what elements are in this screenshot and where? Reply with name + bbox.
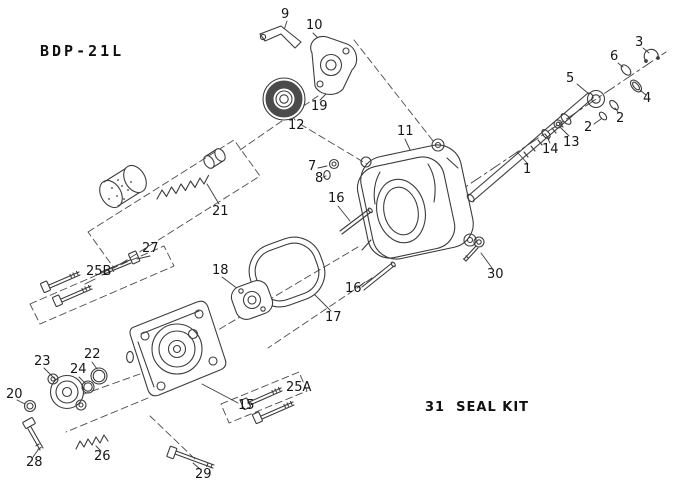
- bolt-27: [100, 250, 141, 276]
- bolts-25A: [239, 386, 295, 425]
- screw-30: [462, 236, 485, 262]
- dowel-pins: [339, 207, 396, 291]
- drive-shaft: [466, 92, 594, 203]
- pump-housing: [356, 138, 477, 260]
- fitting-7-8: [323, 158, 340, 180]
- spring-21: [156, 174, 210, 200]
- bearing: [262, 77, 306, 121]
- bolt-29: [166, 445, 215, 469]
- gasket-18: [230, 280, 274, 320]
- bolts-25B: [39, 270, 93, 308]
- shaft-hardware: [541, 48, 660, 139]
- spring-26: [75, 434, 109, 450]
- model-label: BDP-21L: [40, 42, 125, 60]
- seal-kit-note: 31 SEAL KIT: [425, 400, 530, 415]
- plug-20: [23, 399, 37, 413]
- trunnion-cover: [310, 35, 358, 95]
- control-arm: [259, 25, 302, 49]
- end-cap: [126, 300, 227, 397]
- rings-22-24: [81, 367, 108, 394]
- construction-lines: [29, 39, 438, 461]
- shaft-centerline: [451, 51, 667, 197]
- bolt-28: [22, 417, 44, 451]
- plug-21: [203, 148, 226, 169]
- roller: [99, 164, 147, 209]
- aux-cover-23: [47, 373, 87, 411]
